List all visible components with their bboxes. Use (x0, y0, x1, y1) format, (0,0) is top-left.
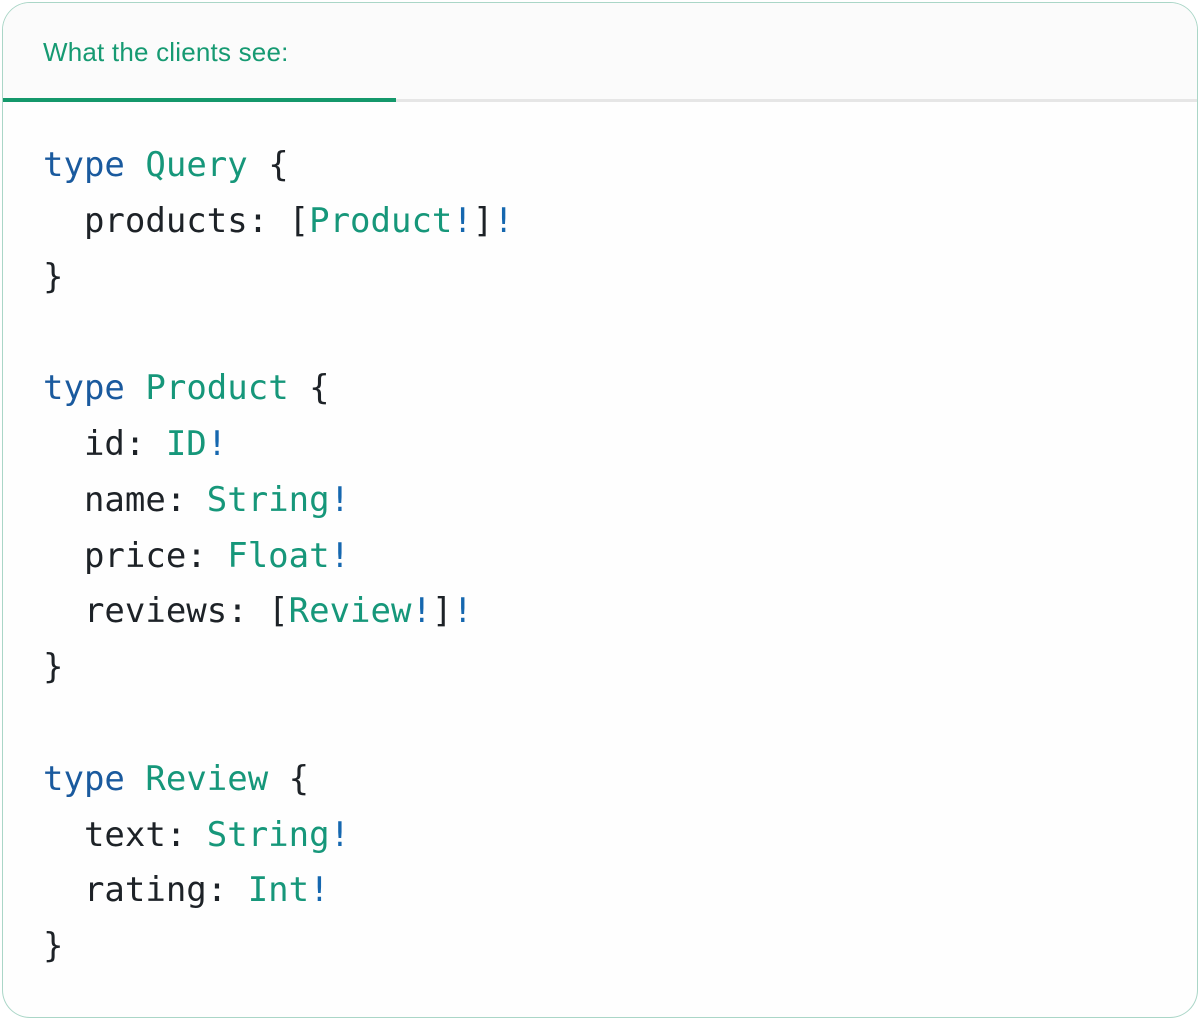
code-line (43, 305, 1157, 361)
code-token-plain: rating: (43, 870, 248, 911)
code-line: name: String! (43, 473, 1157, 529)
code-token-bang: ! (309, 870, 330, 911)
code-token-plain: id: (43, 423, 166, 464)
code-line: text: String! (43, 808, 1157, 864)
code-token-type: Product (309, 200, 453, 241)
code-token-plain: ] (431, 591, 453, 632)
code-token-plain: price: (43, 535, 228, 576)
code-token-kw: type (43, 758, 125, 799)
code-token-type: String (206, 814, 330, 855)
code-token-type: Int (247, 870, 310, 911)
code-line: type Query { (43, 138, 1157, 194)
code-token-plain (125, 759, 145, 799)
code-token-plain: { (247, 145, 289, 185)
code-token-plain: products: [ (43, 200, 310, 241)
code-token-plain: { (268, 758, 310, 799)
code-token-bang: ! (329, 479, 351, 520)
code-token-type: Review (145, 758, 269, 799)
code-token-type: Query (145, 145, 248, 185)
code-block: type Query { products: [Product!]!} type… (43, 138, 1157, 975)
code-token-type: Review (288, 591, 412, 632)
code-line: products: [Product!]! (43, 194, 1157, 250)
code-token-plain: } (43, 647, 64, 688)
code-token-bang: ! (493, 200, 514, 241)
code-token-type: Float (227, 535, 330, 576)
code-line: } (43, 250, 1157, 306)
code-token-bang: ! (411, 591, 432, 632)
code-line: rating: Int! (43, 863, 1157, 919)
tab-label: What the clients see: (43, 37, 289, 67)
code-token-plain (125, 368, 145, 408)
code-token-plain: text: (43, 814, 207, 855)
code-token-type: String (206, 479, 330, 520)
code-token-bang: ! (329, 535, 351, 576)
code-line: } (43, 919, 1157, 975)
code-token-bang: ! (329, 814, 351, 855)
code-line: } (43, 640, 1157, 696)
code-token-type: Product (145, 368, 289, 409)
code-token-plain: name: (43, 479, 207, 520)
code-line: reviews: [Review!]! (43, 584, 1157, 640)
tab-what-clients-see[interactable]: What the clients see: (3, 3, 396, 102)
code-token-kw: type (43, 145, 125, 185)
code-token-type: ID (165, 423, 207, 464)
tab-strip: What the clients see: (3, 3, 1197, 102)
code-token-plain: } (43, 256, 64, 297)
tab-strip-divider (3, 99, 1197, 102)
code-token-bang: ! (206, 423, 228, 464)
code-token-plain: ] (472, 200, 494, 241)
code-line: type Product { (43, 361, 1157, 417)
code-token-plain: reviews: [ (43, 591, 289, 632)
code-token-plain: { (288, 368, 330, 409)
code-token-bang: ! (452, 200, 473, 241)
code-token-bang: ! (452, 591, 473, 632)
code-line: id: ID! (43, 417, 1157, 473)
active-tab-underline (3, 98, 396, 102)
code-line: type Review { (43, 752, 1157, 808)
code-token-plain (125, 145, 145, 185)
code-line (43, 696, 1157, 752)
code-token-plain: } (43, 926, 64, 967)
code-token-kw: type (43, 368, 125, 409)
code-line: price: Float! (43, 529, 1157, 585)
